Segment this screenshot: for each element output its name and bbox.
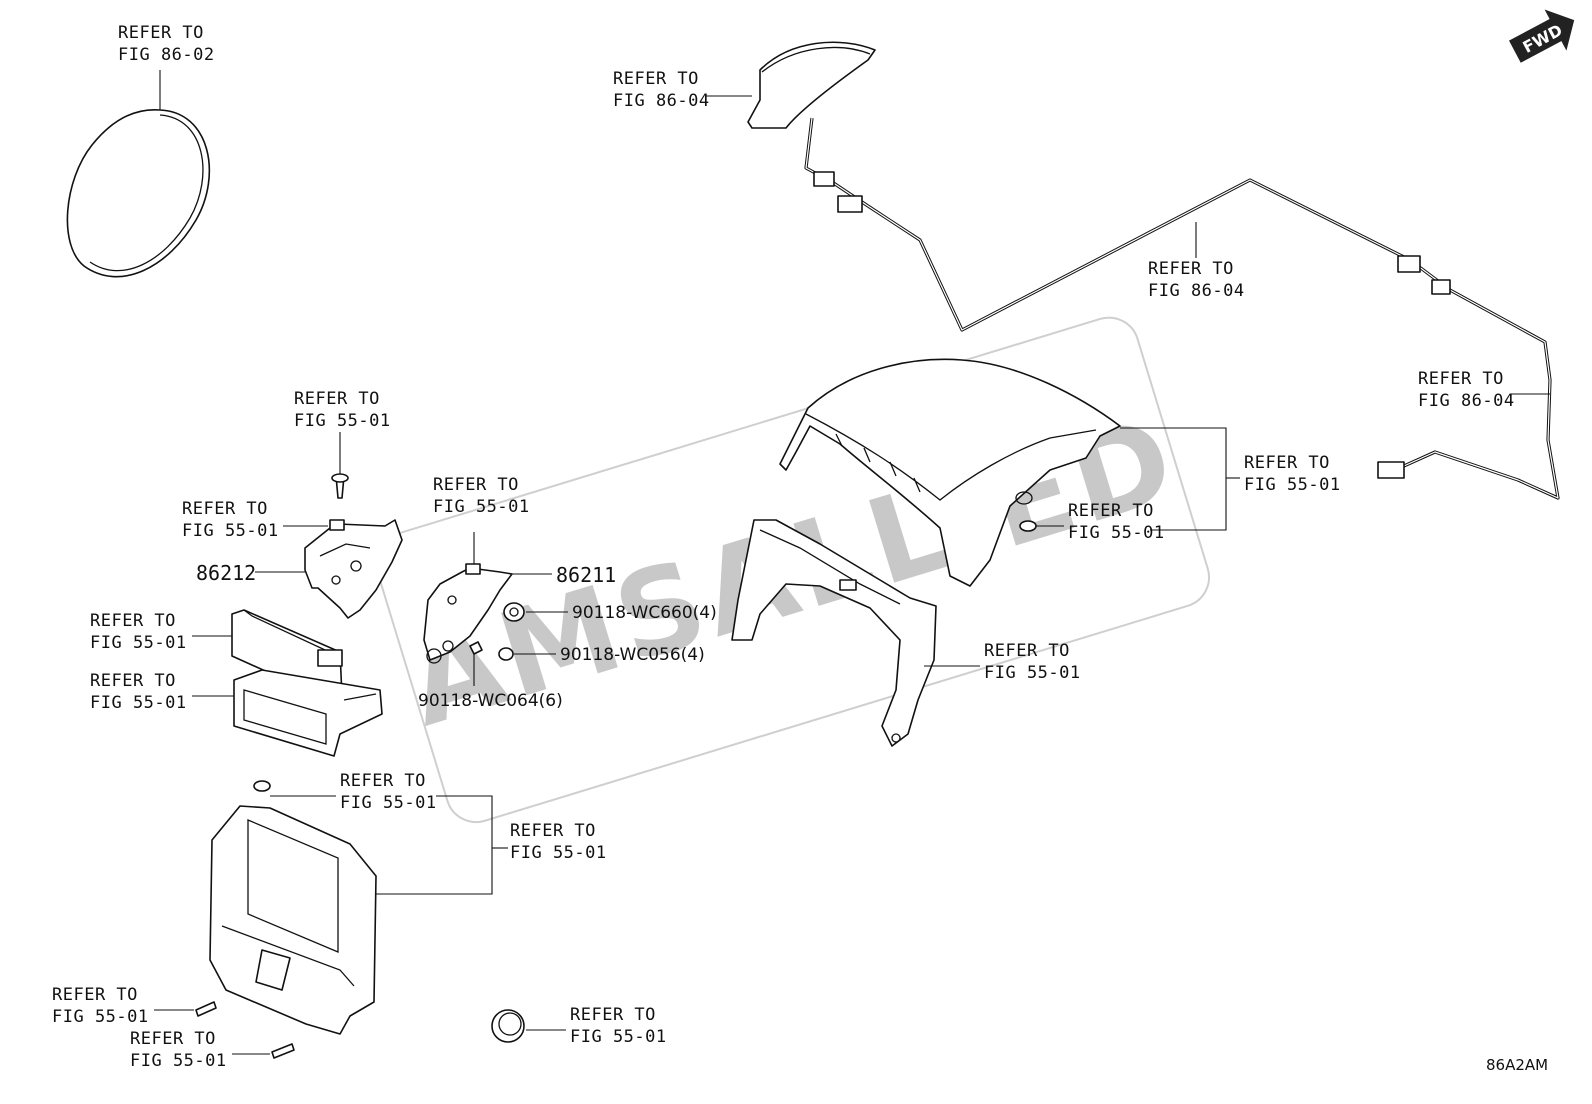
round-cap <box>491 1009 525 1043</box>
callout-hood-clip-line2: FIG 55-01 <box>1068 523 1165 543</box>
part-number-86211: 86211 <box>556 563 616 587</box>
part-number-screw-b: 90118-WC064(6) <box>418 691 563 711</box>
screw-a <box>498 647 514 661</box>
part-number-nut: 90118-WC660(4) <box>572 603 717 623</box>
part-number-screw-a: 90118-WC056(4) <box>560 645 705 665</box>
callout-panel-screw-bottom-line1: REFER TO <box>130 1029 216 1049</box>
callout-cap-line1: REFER TO <box>570 1005 656 1025</box>
roof-antenna <box>747 41 876 129</box>
part-number-86212: 86212 <box>196 561 256 585</box>
callout-pocket-box-line2: FIG 55-01 <box>90 693 187 713</box>
nut <box>503 602 525 622</box>
pocket-box <box>233 669 383 757</box>
callout-hood-inner-line2: FIG 55-01 <box>984 663 1081 683</box>
panel-screw-bottom <box>271 1043 295 1059</box>
callout-hood-clip-line1: REFER TO <box>1068 501 1154 521</box>
callout-speaker-line2: FIG 86-02 <box>118 45 215 65</box>
callout-antenna-line2: FIG 86-04 <box>613 91 710 111</box>
meter-hood-inner <box>731 519 937 747</box>
callout-cable-mid-line2: FIG 86-04 <box>1148 281 1245 301</box>
callout-hood-inner-line1: REFER TO <box>984 641 1070 661</box>
callout-pocket-lid-line2: FIG 55-01 <box>90 633 187 653</box>
callout-panel-line1: REFER TO <box>510 821 596 841</box>
callout-panel-clip-line1: REFER TO <box>340 771 426 791</box>
callout-panel-clip-line2: FIG 55-01 <box>340 793 437 813</box>
bracket-86212 <box>304 519 403 619</box>
callout-panel-screw-left-line2: FIG 55-01 <box>52 1007 149 1027</box>
speaker-grille <box>66 109 211 278</box>
callout-panel-screw-bottom-line2: FIG 55-01 <box>130 1051 227 1071</box>
callout-pocket-box-line1: REFER TO <box>90 671 176 691</box>
callout-bracket-screw-line1: REFER TO <box>294 389 380 409</box>
callout-bracket-right-clip-line1: REFER TO <box>433 475 519 495</box>
callout-panel-screw-left-line1: REFER TO <box>52 985 138 1005</box>
callout-cap-line2: FIG 55-01 <box>570 1027 667 1047</box>
screw-b <box>469 641 483 655</box>
fwd-arrow-icon: FWD <box>1509 9 1575 63</box>
screw-top <box>331 473 349 499</box>
figure-code: 86A2AM <box>1486 1056 1548 1074</box>
callout-cable-end-line2: FIG 86-04 <box>1418 391 1515 411</box>
meter-hood-upper <box>779 358 1121 587</box>
callout-bracket-screw-line2: FIG 55-01 <box>294 411 391 431</box>
antenna-cable <box>804 117 1560 500</box>
callout-cable-mid-line1: REFER TO <box>1148 259 1234 279</box>
callout-hood-outer-line2: FIG 55-01 <box>1244 475 1341 495</box>
bracket-86211 <box>423 563 513 664</box>
panel-screw-left <box>195 1001 217 1017</box>
callout-antenna-line1: REFER TO <box>613 69 699 89</box>
callout-bracket-clip-line1: REFER TO <box>182 499 268 519</box>
callout-hood-outer-line1: REFER TO <box>1244 453 1330 473</box>
callout-cable-end-line1: REFER TO <box>1418 369 1504 389</box>
callout-bracket-right-clip-line2: FIG 55-01 <box>433 497 530 517</box>
callout-bracket-clip-line2: FIG 55-01 <box>182 521 279 541</box>
center-panel <box>209 780 377 1035</box>
callout-pocket-lid-line1: REFER TO <box>90 611 176 631</box>
callout-speaker-line1: REFER TO <box>118 23 204 43</box>
hood-clip <box>1019 520 1037 532</box>
callout-panel-line2: FIG 55-01 <box>510 843 607 863</box>
